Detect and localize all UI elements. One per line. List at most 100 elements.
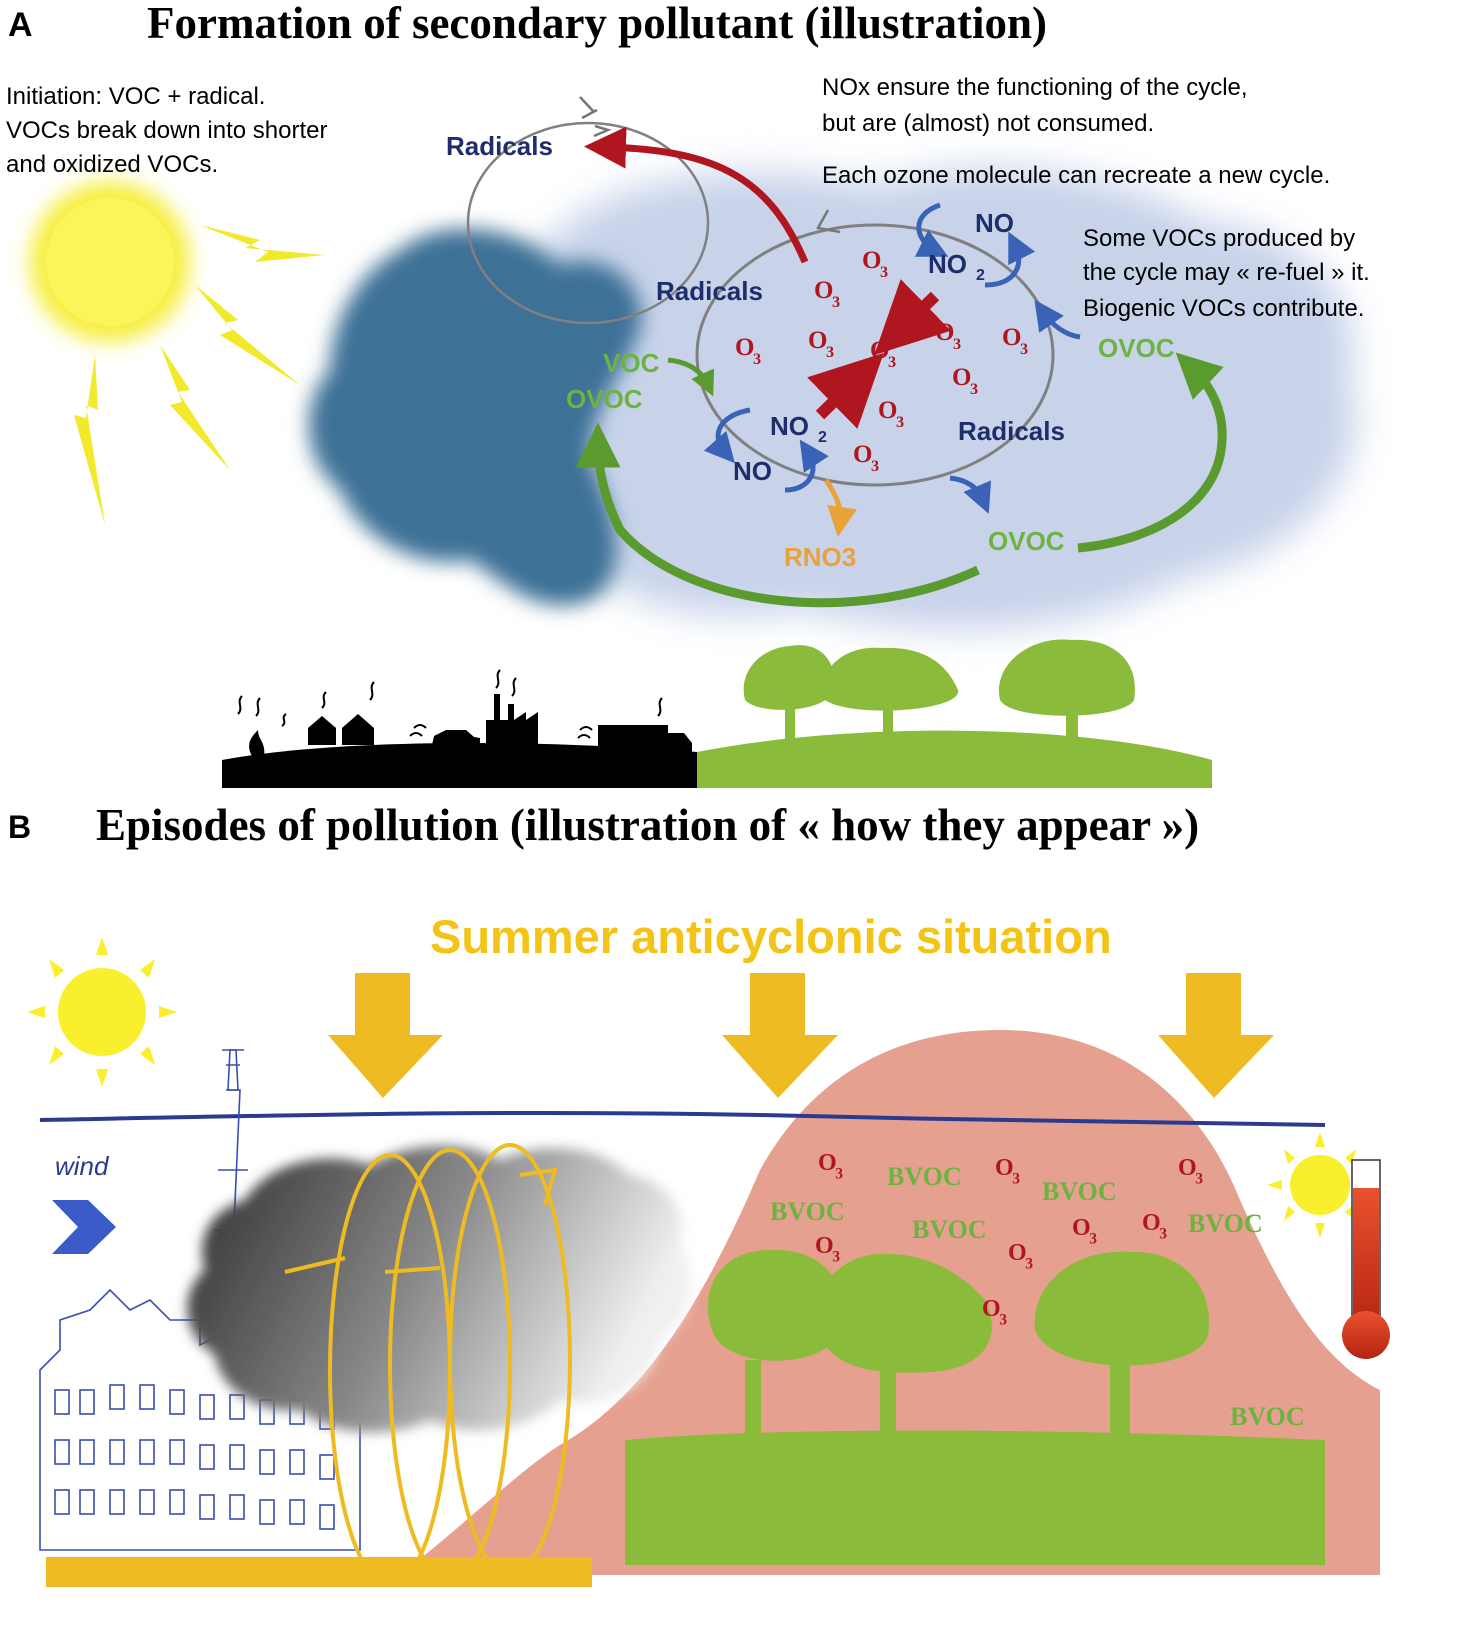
svg-text:O: O: [815, 1233, 834, 1259]
panel-a: A Formation of secondary pollutant (illu…: [6, 0, 1370, 788]
svg-text:O: O: [853, 441, 872, 468]
bvoc-label: BVOC: [1042, 1177, 1117, 1206]
ozone-label: O3: [935, 319, 961, 353]
note-initiation-line-2: VOCs break down into shorter: [6, 117, 327, 144]
note-nox-line-1: NOx ensure the functioning of the cycle,: [822, 74, 1248, 101]
rno3-arrow: [823, 478, 857, 537]
svg-text:O: O: [1008, 1240, 1027, 1266]
ozone-label: O3: [952, 364, 978, 398]
note-refuel-line-1: Some VOCs produced by: [1083, 225, 1355, 252]
svg-text:3: 3: [880, 263, 888, 281]
no-no2-arrow-top-left: [914, 202, 949, 257]
note-initiation-line-3: and oxidized VOCs.: [6, 151, 218, 178]
factory-icon: [486, 669, 538, 745]
cycle-arrowhead-top: [593, 124, 612, 138]
tree-icon: [998, 639, 1135, 775]
ozone-label: O3: [853, 441, 879, 475]
tree-icon: [815, 1253, 992, 1440]
no2-label-top: NO 2: [928, 249, 985, 284]
house-icon: [281, 681, 375, 745]
svg-text:NO: NO: [928, 249, 967, 279]
radicals-label-mid: Radicals: [656, 276, 763, 306]
bvoc-label: BVOC: [1230, 1402, 1305, 1431]
note-nox: NOx ensure the functioning of the cycle,…: [822, 74, 1248, 137]
wind-arrow-icon: [52, 1200, 116, 1254]
air-mass-cloud: [512, 167, 1357, 630]
ovoc-label-right: OVOC: [1098, 333, 1175, 363]
wind-label: wind: [55, 1151, 110, 1181]
nature-ground: [697, 730, 1212, 788]
vertical-mixing-spiral: [284, 1143, 572, 1587]
svg-text:O: O: [1178, 1155, 1197, 1181]
no-label-bottom: NO: [733, 456, 772, 486]
ozone-label: O3: [1142, 1210, 1167, 1242]
svg-text:O: O: [814, 277, 833, 304]
svg-text:3: 3: [832, 293, 840, 311]
down-arrow-icon: [1158, 973, 1274, 1098]
fire-icon: [237, 695, 265, 756]
svg-text:O: O: [878, 397, 897, 424]
down-arrow-icon: [328, 973, 443, 1098]
trees-a: [743, 639, 1135, 775]
note-initiation-line-1: Initiation: VOC + radical.: [6, 83, 265, 110]
svg-text:2: 2: [976, 267, 985, 284]
no-label-top: NO: [975, 208, 1014, 238]
ozone-label: O3: [1002, 324, 1028, 358]
refuel-arrow-right: [1077, 352, 1227, 553]
ozone-label: O3: [1008, 1240, 1033, 1272]
sun-icon: [30, 182, 325, 525]
ovoc-label-left: OVOC: [566, 384, 643, 414]
emission-sources: [237, 669, 692, 756]
ozone-label: O3: [982, 1296, 1007, 1328]
no2-label-bottom: NO 2: [770, 411, 827, 446]
panel-a-title: Formation of secondary pollutant (illust…: [147, 0, 1047, 48]
svg-text:3: 3: [896, 413, 904, 431]
svg-text:3: 3: [1089, 1230, 1097, 1247]
secondary-radical-cycle: [466, 121, 710, 325]
ozone-label: O3: [1072, 1215, 1097, 1247]
svg-text:3: 3: [1195, 1170, 1203, 1187]
smog-cloud: [308, 228, 642, 606]
no-no2-arrow-bottom-right: [784, 439, 829, 493]
ozone-cycle-arrowhead: [816, 209, 841, 234]
svg-text:3: 3: [753, 350, 761, 368]
trees-b: [707, 1249, 1210, 1440]
note-ozone-cycle: Each ozone molecule can recreate a new c…: [822, 162, 1330, 189]
panel-b-title: Episodes of pollution (illustration of «…: [96, 800, 1199, 850]
tree-icon: [707, 1249, 843, 1440]
ozone-label: O3: [995, 1155, 1020, 1187]
tree-icon: [823, 647, 959, 755]
note-nox-line-2: but are (almost) not consumed.: [822, 110, 1154, 137]
ozone-label: O3: [814, 277, 840, 311]
tree-icon: [1034, 1251, 1210, 1440]
note-refuel-line-3: Biogenic VOCs contribute.: [1083, 295, 1364, 322]
note-refuel: Some VOCs produced by the cycle may « re…: [1083, 225, 1370, 322]
svg-text:3: 3: [999, 1311, 1007, 1328]
svg-text:2: 2: [818, 429, 827, 446]
no-no2-arrow-bottom-left: [703, 407, 751, 464]
svg-text:3: 3: [1020, 340, 1028, 358]
svg-text:O: O: [735, 334, 754, 361]
svg-text:3: 3: [1025, 1255, 1033, 1272]
bvoc-label: BVOC: [887, 1162, 962, 1191]
panel-a-letter: A: [8, 6, 33, 44]
ozone-label: O3: [735, 334, 761, 368]
svg-text:3: 3: [970, 380, 978, 398]
radicals-label-right: Radicals: [958, 416, 1065, 446]
note-initiation: Initiation: VOC + radical. VOCs break do…: [6, 83, 327, 178]
ozone-cycle: [695, 223, 1055, 487]
svg-text:O: O: [870, 337, 889, 364]
cycle-arrowhead-small: [579, 96, 598, 120]
svg-text:O: O: [808, 327, 827, 354]
svg-text:3: 3: [888, 353, 896, 371]
refuel-arrow-left: [575, 422, 980, 608]
urban-smog-cloud: [187, 1145, 691, 1433]
note-refuel-line-2: the cycle may « re-fuel » it.: [1083, 259, 1370, 286]
truck-icon: [577, 697, 692, 752]
svg-text:O: O: [995, 1155, 1014, 1181]
svg-text:O: O: [1002, 324, 1021, 351]
car-icon: [409, 724, 480, 745]
svg-text:3: 3: [871, 457, 879, 475]
